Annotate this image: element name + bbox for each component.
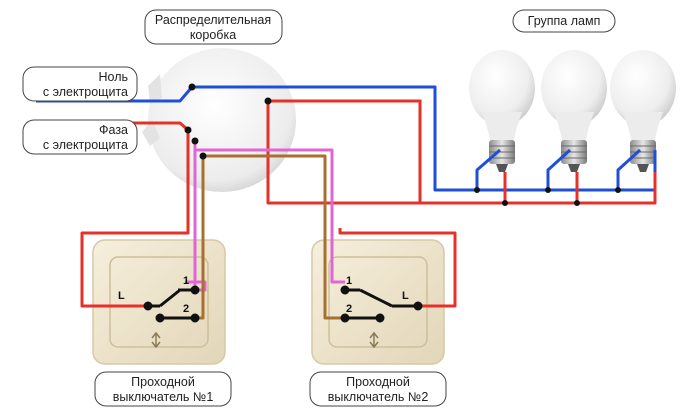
- switch1-contacts: [143, 285, 200, 323]
- switch2-terminal-second: 2: [346, 303, 352, 315]
- switch1-terminal-second: 2: [183, 303, 189, 315]
- lamp-icon: [469, 50, 535, 172]
- switch1-terminal-first: 1: [183, 275, 189, 287]
- junction-box-label-line1: Распределительная: [155, 13, 271, 27]
- traveler-wire-1: [185, 141, 345, 292]
- lamp-icon: [610, 50, 676, 172]
- phase-label-line2: с электрощита: [43, 138, 128, 152]
- switch2-terminal-common: L: [402, 290, 409, 302]
- phase-label-line1: Фаза: [99, 123, 128, 137]
- lamp-icon: [541, 50, 607, 172]
- neutral-label-line2: с электрощита: [43, 85, 128, 99]
- lamp-feed-wire: [268, 99, 422, 203]
- phase-wire: [36, 101, 657, 308]
- junction-dots: [184, 83, 621, 206]
- junction-box-callout: Распределительная коробка: [144, 9, 283, 45]
- phase-callout: Фаза с электрощита: [22, 119, 138, 155]
- two-way-arrow-icon: [151, 331, 161, 349]
- switch2-label-line2: выключатель №2: [328, 390, 429, 404]
- switch2-contacts: [340, 285, 423, 323]
- junction-box-label-line2: коробка: [190, 28, 236, 42]
- two-way-arrow-icon: [369, 331, 379, 349]
- switch2-label-line1: Проходной: [346, 375, 410, 389]
- switch2-callout: Проходной выключатель №2: [309, 371, 447, 407]
- neutral-callout: Ноль с электрощита: [22, 66, 138, 102]
- neutral-label-line1: Ноль: [98, 70, 128, 84]
- switch1-label-line1: Проходной: [131, 375, 195, 389]
- switch1-label-line2: выключатель №1: [113, 390, 214, 404]
- switch-icon: [92, 239, 226, 365]
- lamp-group-label: Группа ламп: [528, 14, 601, 28]
- junction-box-icon: [142, 48, 296, 192]
- switch2-terminal-first: 1: [346, 275, 352, 287]
- switch1-terminal-common: L: [118, 290, 125, 302]
- lamp-group-callout: Группа ламп: [512, 9, 616, 33]
- switch-icon: [311, 239, 445, 365]
- switch1-callout: Проходной выключатель №1: [94, 371, 232, 407]
